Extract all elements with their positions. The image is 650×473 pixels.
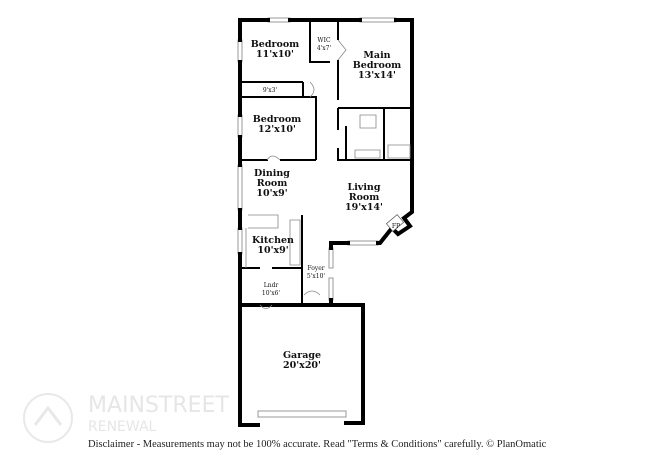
main-bedroom-name1: Main (363, 50, 390, 61)
exterior-walls (238, 18, 414, 427)
watermark-logo: MAINSTREET RENEWAL (23, 393, 229, 443)
laundry-size: 10'x6' (262, 290, 280, 297)
main-bedroom-name2: Bedroom (353, 60, 401, 71)
wic-name: WIC (317, 37, 331, 44)
windows (237, 17, 397, 418)
living-name1: Living (348, 182, 381, 193)
kitchen-name: Kitchen (252, 235, 294, 246)
dining-size: 10'x9' (256, 188, 287, 199)
garage-name: Garage (283, 350, 321, 361)
wic-size: 4'x7' (317, 45, 332, 52)
watermark-line1: MAINSTREET (88, 393, 229, 418)
dining-name2: Room (257, 178, 288, 189)
fireplace (385, 214, 405, 232)
bedroom2-name: Bedroom (253, 114, 301, 125)
living-name2: Room (349, 192, 380, 203)
fireplace-label: FP (392, 223, 400, 230)
foyer-name: Foyer (307, 265, 324, 272)
foyer-size: 5'x10' (307, 273, 325, 280)
interior-walls (240, 20, 412, 309)
kitchen-size: 10'x9' (257, 245, 288, 256)
living-size: 19'x14' (345, 202, 383, 213)
bedroom1-size: 11'x10' (256, 49, 294, 60)
bedroom2-size: 12'x10' (258, 124, 296, 135)
garage-size: 20'x20' (283, 360, 321, 371)
watermark-line2: RENEWAL (88, 419, 157, 435)
dining-name1: Dining (254, 168, 290, 179)
bedroom1-name: Bedroom (251, 39, 299, 50)
main-bedroom-size: 13'x14' (358, 70, 396, 81)
disclaimer: Disclaimer - Measurements may not be 100… (88, 439, 547, 450)
closet-size: 9'x3' (263, 87, 278, 94)
laundry-name: Lndr (264, 282, 279, 289)
